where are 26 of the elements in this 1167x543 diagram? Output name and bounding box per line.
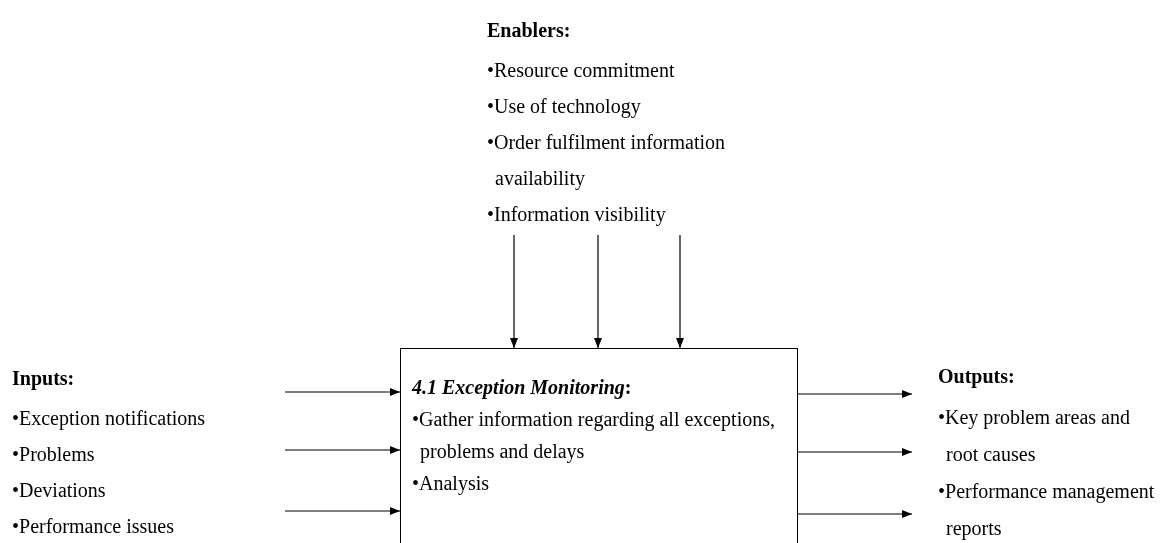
bullet-text: •Performance issues [12,514,175,539]
arrow [284,507,401,515]
process-box [400,348,798,543]
arrow [594,234,602,349]
arrow [510,234,518,349]
bullet-text: •Key problem areas and root causes [938,405,1131,467]
bullet-text: •Performance management reports [938,479,1156,542]
arrow [284,446,401,454]
bullet-text: •Gather information regarding all exceptions, problems and delays [412,407,776,465]
heading: 4.1 Exception Monitoring: [412,375,633,401]
heading: Enablers: [487,18,572,43]
arrow [797,390,913,398]
heading: Outputs: [938,364,1016,390]
bullet-text: •Deviations [12,478,107,503]
arrow [676,234,684,349]
bullet-text: •Problems [12,442,96,467]
bullet-text: •Use of technology [487,94,642,120]
bullet-text: •Resource commitment [487,58,676,83]
bullet-text: •Exception notifications [12,406,207,432]
bullet-text: •Analysis [412,471,490,497]
bullet-text: •Order fulfilment information availability [487,130,727,192]
bullet-text: •Information visibility [487,202,667,228]
heading: Inputs: [12,366,76,392]
arrow [284,388,401,396]
arrow [797,448,913,456]
arrow [797,510,913,518]
